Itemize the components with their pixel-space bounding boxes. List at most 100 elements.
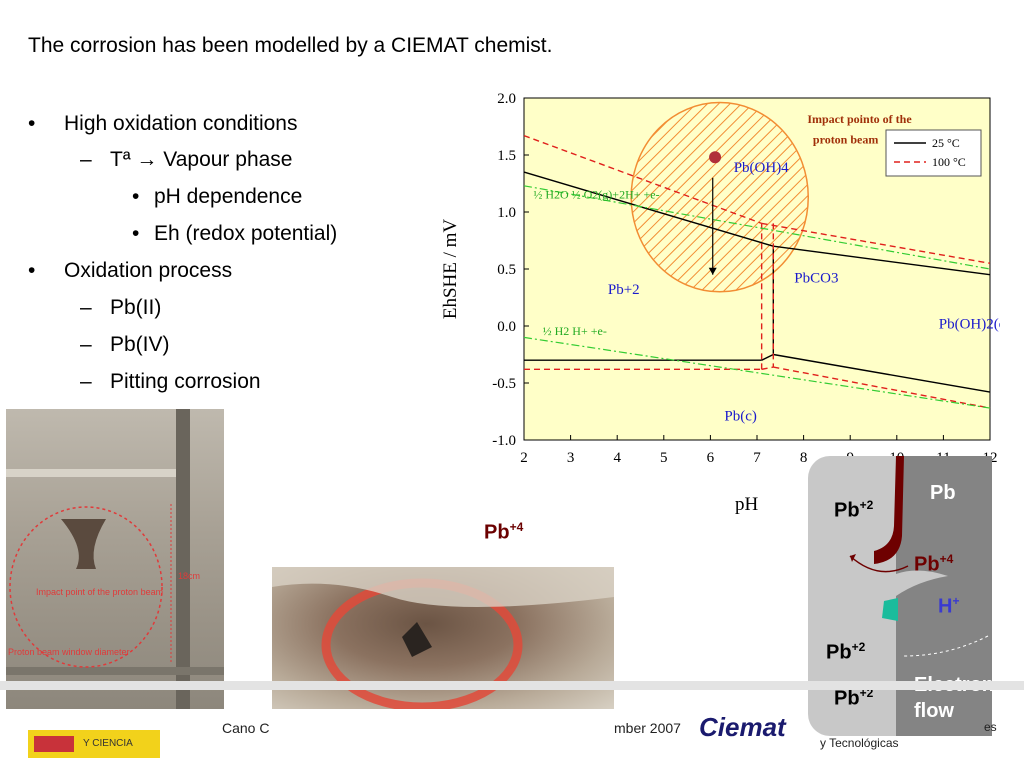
legend-label-25: 25 °C	[932, 136, 960, 150]
y-axis-label: EhSHE / mV	[440, 219, 461, 320]
bullet-item: –Tª → Vapour phase	[80, 148, 292, 172]
bullet-marker: –	[80, 370, 92, 393]
series-line	[773, 245, 991, 276]
series-line	[523, 134, 762, 225]
photo-frame-top	[6, 469, 176, 477]
chart-annotation: ½ H2O ½ O2(g)+2H+ +e-	[533, 187, 659, 201]
pitting-diagram: Pb Pb+2 Pb+4 H+ Pb+2 Pb+2 Electron flow	[808, 456, 994, 736]
flow-arrow	[849, 555, 909, 573]
pourbaix-chart: 234567891011122.01.51.00.50.0-0.5-1.0pHE…	[440, 91, 1000, 515]
pb4-diagram-label: Pb+4	[914, 552, 953, 577]
bullet-text: Pb(II)	[110, 296, 162, 319]
pb4-deposit	[874, 456, 904, 564]
pb4-base: Pb	[484, 521, 510, 544]
pitting-photo-drawing	[272, 567, 614, 709]
size-label: 18cm	[178, 571, 200, 581]
footer-right-text: es	[984, 720, 997, 734]
x-tick-label: 7	[753, 450, 761, 466]
bullet-text: Pitting corrosion	[110, 370, 261, 393]
bullet-marker: •	[28, 112, 36, 135]
pb2-top-label: Pb+2	[834, 498, 873, 523]
series-line	[761, 222, 991, 264]
series-line	[773, 366, 991, 409]
bullet-marker: –	[80, 333, 92, 356]
ciemat-logo: Ciemat	[699, 712, 786, 742]
bullet-text: Tª → Vapour phase	[110, 148, 293, 171]
hplus-base: H	[938, 595, 953, 618]
pb4-diagram-charge: +4	[939, 552, 954, 566]
impact-arrow-head	[708, 267, 717, 275]
series-line	[523, 185, 991, 270]
electron-arrow	[903, 635, 989, 657]
impact-marker	[709, 151, 722, 164]
pitting-diagram-drawing	[808, 456, 992, 736]
bullet-item: •Oxidation process	[28, 259, 232, 283]
pb4-diagram-base: Pb	[914, 553, 940, 576]
pb2-top-base: Pb	[834, 499, 860, 522]
bullet-item: –Pb(II)	[80, 296, 161, 320]
bullet-text: Eh (redox potential)	[154, 222, 338, 245]
bullet-marker: •	[28, 259, 36, 282]
bullet-item: • pH dependence	[132, 185, 302, 209]
pb4-label: Pb+4	[484, 520, 523, 545]
series-line	[523, 336, 991, 409]
footer-left-text: Cano C	[222, 720, 270, 736]
x-axis-label: pH	[735, 494, 759, 515]
series-line	[523, 171, 774, 247]
photo-frame-bottom	[6, 667, 224, 675]
electron-flow-label: Electron flow	[914, 674, 994, 722]
pb2-top-charge: +2	[859, 498, 874, 512]
surface-top	[272, 567, 614, 607]
bullet-marker: •	[132, 222, 140, 245]
series-line	[773, 353, 991, 393]
pb2-mid-base: Pb	[826, 641, 852, 664]
bullet-marker: •	[132, 185, 140, 208]
x-tick-label: 8	[800, 450, 808, 466]
beam-circle	[9, 506, 163, 668]
hplus-charge: +	[952, 594, 960, 608]
x-tick-label: 3	[567, 450, 575, 466]
bullet-marker: –	[80, 296, 92, 319]
photo-frame-right	[176, 409, 190, 709]
y-tick-label: 0.0	[497, 319, 516, 335]
x-tick-label: 6	[707, 450, 715, 466]
y-tick-label: -0.5	[492, 376, 516, 392]
chart-annotation: proton beam	[813, 133, 878, 147]
bullet-text: High oxidation conditions	[64, 112, 298, 135]
chart-annotation: PbCO3	[794, 271, 838, 287]
impact-mark	[61, 519, 106, 569]
crest-icon	[34, 736, 74, 752]
pb-metal-label: Pb	[930, 482, 956, 504]
series-line	[761, 366, 774, 371]
impact-zone	[630, 101, 810, 293]
sample-photo-drawing: 18cm Impact point of the proton beam Pro…	[6, 409, 224, 709]
chart-annotation: Pb(OH)4	[734, 160, 789, 176]
slide-title: The corrosion has been modelled by a CIE…	[28, 34, 553, 57]
sample-photo: 18cm Impact point of the proton beam Pro…	[6, 409, 224, 709]
legend-box	[885, 129, 982, 177]
bullet-text: pH dependence	[154, 185, 303, 208]
pb-metal-region	[896, 456, 992, 736]
logo-text: Y CIENCIA	[83, 738, 133, 749]
chart-annotation: ½ H2 H+ +e-	[543, 324, 607, 338]
flow-arrow-head	[850, 554, 856, 562]
pb4-charge: +4	[509, 520, 524, 534]
bullet-text: Pb(IV)	[110, 333, 170, 356]
green-layer	[882, 598, 898, 621]
x-tick-label: 4	[613, 450, 621, 466]
chart-annotation: Impact pointo of the	[807, 112, 912, 126]
impact-label: Impact point of the proton beam	[36, 587, 163, 597]
bullet-item: • High oxidation conditions	[28, 112, 297, 136]
series-line	[761, 353, 774, 361]
ministry-logo: Y CIENCIA	[28, 730, 160, 758]
legend-label-100: 100 °C	[932, 155, 966, 169]
x-tick-label: 2	[520, 450, 528, 466]
chart-annotation: Pb+2	[608, 282, 640, 298]
y-tick-label: 1.0	[497, 205, 516, 221]
x-tick-label: 5	[660, 450, 668, 466]
hplus-label: H+	[938, 594, 959, 619]
y-tick-label: 2.0	[497, 91, 516, 107]
chart-annotation: Pb(OH)2(c)	[939, 316, 1000, 332]
pb2-low-base: Pb	[834, 687, 860, 710]
bullet-marker: –	[80, 148, 92, 171]
